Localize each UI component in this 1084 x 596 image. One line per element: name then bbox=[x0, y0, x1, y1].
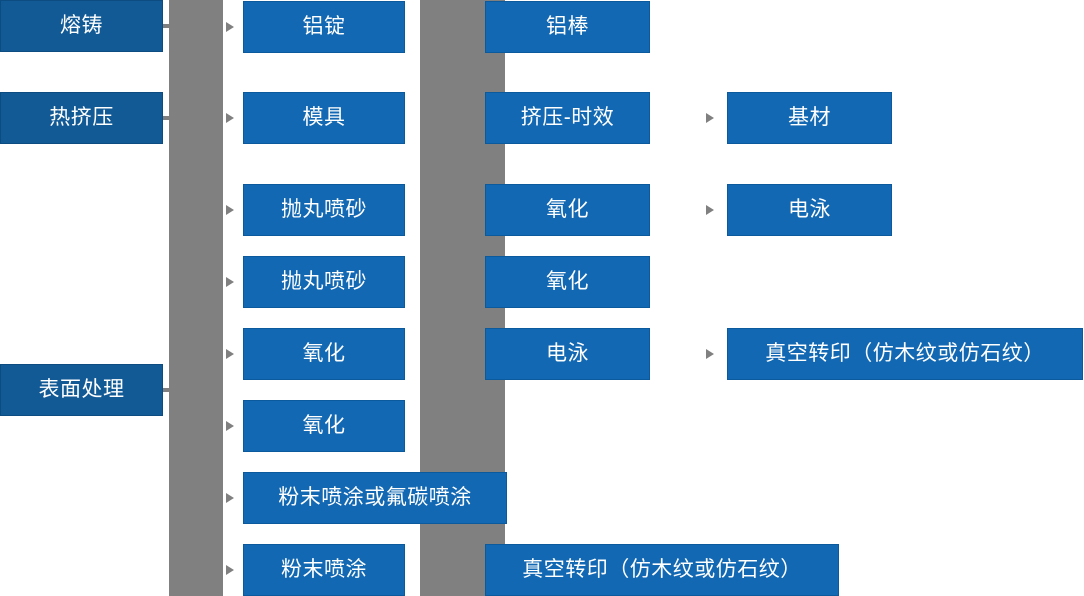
arrow-to-oxidation-1 bbox=[226, 349, 234, 359]
node-aluminum-ingot[interactable]: 铝锭 bbox=[243, 1, 405, 53]
arrow-to-powder-fluorocarbon bbox=[226, 493, 234, 503]
connector-stub-col3-2 bbox=[432, 116, 452, 119]
node-oxidation-col2-1[interactable]: 氧化 bbox=[243, 328, 405, 380]
arrow-to-mold bbox=[226, 113, 234, 123]
node-label: 氧化 bbox=[546, 198, 589, 222]
node-oxidation-col3-2[interactable]: 氧化 bbox=[485, 256, 650, 308]
node-electrophoresis-col4[interactable]: 电泳 bbox=[727, 184, 892, 236]
connector-stub-extrude bbox=[163, 116, 173, 120]
arrow-to-powder-coating bbox=[226, 565, 234, 575]
connector-stub-col3-3 bbox=[432, 208, 452, 211]
node-label: 氧化 bbox=[302, 342, 346, 366]
node-oxidation-col3-1[interactable]: 氧化 bbox=[485, 184, 650, 236]
connector-stub-col3-1 bbox=[432, 25, 452, 28]
node-label: 真空转印（仿木纹或仿石纹） bbox=[522, 558, 802, 582]
node-label: 电泳 bbox=[546, 342, 589, 366]
node-stage-melting-casting[interactable]: 熔铸 bbox=[0, 0, 163, 52]
node-vacuum-transfer-col3[interactable]: 真空转印（仿木纹或仿石纹） bbox=[485, 544, 839, 596]
node-label: 粉末喷涂或氟碳喷涂 bbox=[278, 486, 472, 510]
node-powder-spray[interactable]: 粉末喷涂 bbox=[243, 544, 405, 596]
connector-stub-col3-6 bbox=[432, 568, 452, 571]
node-label: 模具 bbox=[302, 106, 346, 130]
connector-stub-col3-5 bbox=[432, 352, 452, 355]
arrow-to-electrophoresis-out bbox=[706, 205, 714, 215]
node-substrate[interactable]: 基材 bbox=[727, 92, 892, 144]
node-oxidation-col2-2[interactable]: 氧化 bbox=[243, 400, 405, 452]
node-label: 真空转印（仿木纹或仿石纹） bbox=[765, 342, 1045, 366]
node-label: 氧化 bbox=[302, 414, 346, 438]
node-label: 表面处理 bbox=[38, 378, 125, 402]
node-label: 熔铸 bbox=[60, 14, 103, 38]
arrow-to-vacuum-transfer-out bbox=[706, 349, 714, 359]
arrow-to-shotblast-2 bbox=[226, 277, 234, 287]
node-label: 氧化 bbox=[546, 270, 589, 294]
node-label: 基材 bbox=[788, 106, 831, 130]
connector-bar-left bbox=[169, 0, 223, 596]
node-label: 铝棒 bbox=[546, 15, 589, 39]
arrow-to-substrate bbox=[706, 113, 714, 123]
arrow-to-shotblast-1 bbox=[226, 205, 234, 215]
node-electrophoresis-col3[interactable]: 电泳 bbox=[485, 328, 650, 380]
node-label: 抛丸喷砂 bbox=[281, 198, 367, 222]
node-extrusion-aging[interactable]: 挤压-时效 bbox=[485, 92, 650, 144]
arrow-to-oxidation-2 bbox=[226, 421, 234, 431]
node-label: 粉末喷涂 bbox=[281, 558, 367, 582]
node-shotblast-sandblast-1[interactable]: 抛丸喷砂 bbox=[243, 184, 405, 236]
node-stage-surface-treatment[interactable]: 表面处理 bbox=[0, 364, 163, 416]
node-shotblast-sandblast-2[interactable]: 抛丸喷砂 bbox=[243, 256, 405, 308]
node-label: 铝锭 bbox=[302, 15, 346, 39]
node-aluminum-rod[interactable]: 铝棒 bbox=[485, 1, 650, 53]
node-label: 热挤压 bbox=[49, 106, 114, 130]
arrow-to-aluminum-ingot bbox=[226, 22, 234, 32]
node-label: 挤压-时效 bbox=[520, 106, 615, 130]
node-label: 电泳 bbox=[788, 198, 831, 222]
node-powder-or-fluorocarbon-spray[interactable]: 粉末喷涂或氟碳喷涂 bbox=[243, 472, 507, 524]
connector-stub-melt bbox=[163, 24, 173, 28]
connector-stub-surface bbox=[163, 388, 173, 392]
node-vacuum-transfer-col4[interactable]: 真空转印（仿木纹或仿石纹） bbox=[727, 328, 1083, 380]
connector-stub-col3-4 bbox=[432, 280, 452, 283]
node-mold[interactable]: 模具 bbox=[243, 92, 405, 144]
node-label: 抛丸喷砂 bbox=[281, 270, 367, 294]
node-stage-hot-extrusion[interactable]: 热挤压 bbox=[0, 92, 163, 144]
